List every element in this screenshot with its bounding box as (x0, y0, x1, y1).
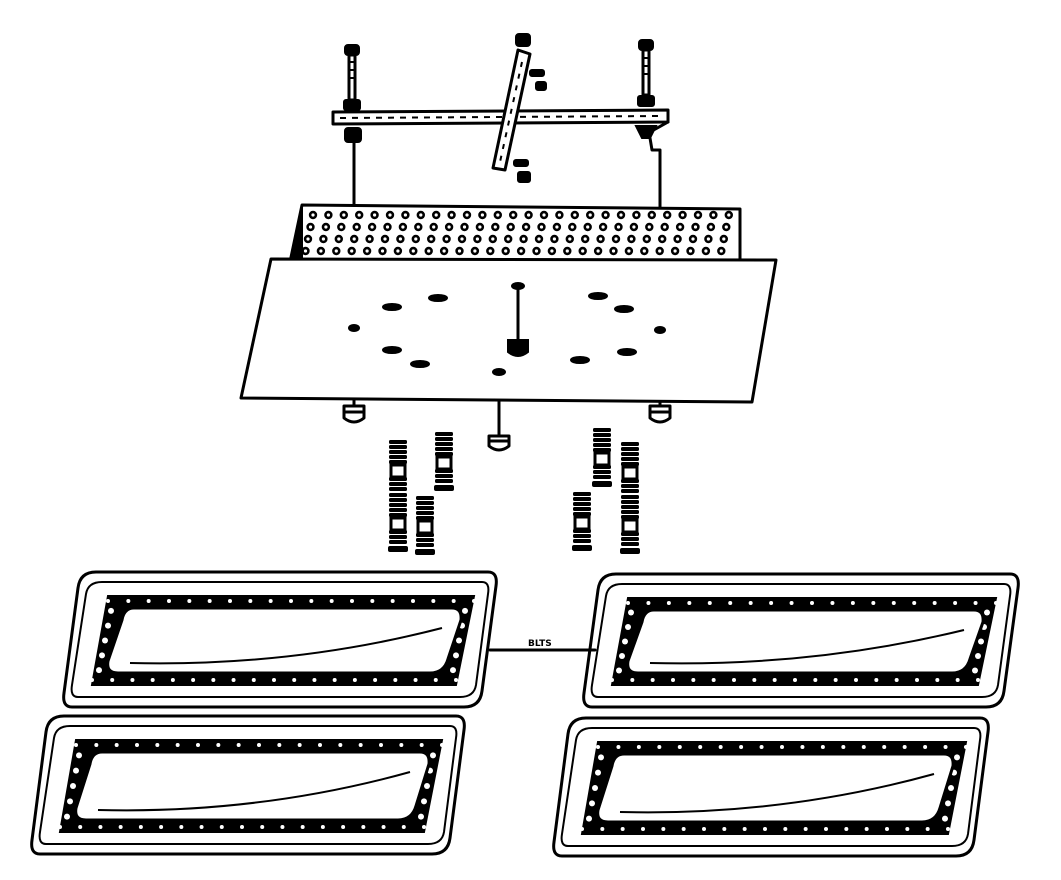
connector-label: BLTS (528, 639, 552, 649)
connector-standoff (434, 432, 454, 491)
mounting-plate (239, 257, 778, 404)
mounting-bracket-assembly (331, 33, 670, 183)
driver-housing (239, 203, 778, 404)
strap-nut-lower (513, 159, 531, 183)
strap-nut-upper (529, 69, 547, 91)
cable-grommet-center (507, 286, 529, 357)
strap-top-bolt (515, 33, 531, 47)
connector-standoff (388, 440, 408, 552)
mounting-bolt-right (637, 39, 655, 107)
mounting-bolt-left (343, 44, 361, 111)
plate-slots (348, 282, 666, 376)
gland-grommet-center (487, 434, 511, 452)
connector-standoff (572, 492, 592, 551)
led-lamp-modules (30, 570, 1020, 858)
bracket-washer-left (344, 127, 362, 143)
led-lamp-module (62, 570, 498, 709)
connector-standoffs (388, 428, 640, 555)
gland-grommet-left (342, 404, 366, 424)
module-link-cable: BLTS (488, 639, 597, 652)
ventilation-holes (301, 210, 733, 256)
led-lamp-module (30, 714, 466, 856)
connector-standoff (415, 496, 435, 555)
bracket-washer-right (634, 120, 670, 139)
diagonal-mounting-strap (491, 48, 532, 172)
led-lamp-module (552, 716, 990, 858)
connector-standoff (620, 442, 640, 554)
led-lamp-module (582, 572, 1020, 709)
connector-standoff (592, 428, 612, 487)
gland-grommet-right (648, 404, 672, 424)
horizontal-mounting-bar (331, 108, 670, 126)
